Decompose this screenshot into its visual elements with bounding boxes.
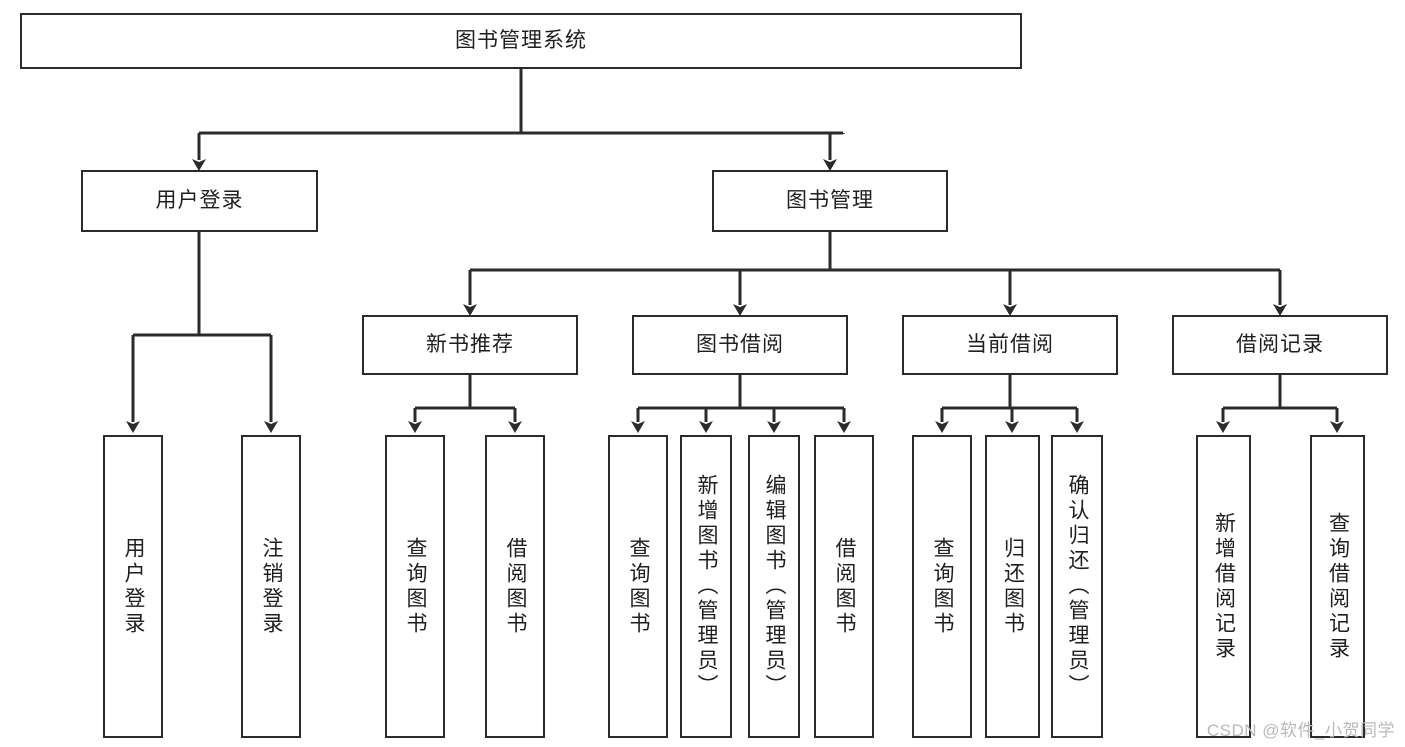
node-leaf-confirm-return-admin[interactable]: 确认归还（管理员） xyxy=(1051,435,1103,738)
node-borrow-records[interactable]: 借阅记录 xyxy=(1172,315,1388,375)
node-label: 查询借阅记录 xyxy=(1326,511,1350,662)
node-label: 确认归还（管理员） xyxy=(1066,474,1090,699)
node-label: 借阅图书 xyxy=(504,536,528,637)
node-root-system[interactable]: 图书管理系统 xyxy=(20,13,1022,69)
node-current-borrow[interactable]: 当前借阅 xyxy=(902,315,1118,375)
node-label: 借阅记录 xyxy=(1236,333,1324,357)
node-label: 图书管理 xyxy=(786,189,874,213)
node-label: 用户登录 xyxy=(155,189,244,213)
node-label: 新书推荐 xyxy=(426,333,514,357)
node-leaf-edit-book-admin[interactable]: 编辑图书（管理员） xyxy=(748,435,800,738)
node-book-borrow[interactable]: 图书借阅 xyxy=(632,315,848,375)
node-label: 查询图书 xyxy=(931,536,955,637)
node-leaf-add-book-admin[interactable]: 新增图书（管理员） xyxy=(680,435,732,738)
node-leaf-query-book-borrow[interactable]: 查询图书 xyxy=(608,435,668,738)
node-leaf-query-book-current[interactable]: 查询图书 xyxy=(912,435,972,738)
node-label: 注销登录 xyxy=(260,536,284,637)
node-label: 查询图书 xyxy=(627,536,651,637)
node-label: 新增借阅记录 xyxy=(1212,511,1236,662)
node-leaf-return-book[interactable]: 归还图书 xyxy=(985,435,1040,738)
node-leaf-borrow-book-recommend[interactable]: 借阅图书 xyxy=(485,435,545,738)
node-label: 用户登录 xyxy=(122,536,146,637)
node-label: 图书管理系统 xyxy=(455,29,587,53)
node-label: 新增图书（管理员） xyxy=(695,474,719,699)
node-user-login[interactable]: 用户登录 xyxy=(81,170,318,232)
node-label: 当前借阅 xyxy=(966,333,1054,357)
node-new-book-recommend[interactable]: 新书推荐 xyxy=(362,315,578,375)
node-label: 编辑图书（管理员） xyxy=(763,474,787,699)
node-leaf-borrow-book[interactable]: 借阅图书 xyxy=(814,435,874,738)
node-label: 查询图书 xyxy=(404,536,428,637)
node-leaf-user-login[interactable]: 用户登录 xyxy=(103,435,163,738)
node-book-management[interactable]: 图书管理 xyxy=(712,170,948,232)
node-label: 归还图书 xyxy=(1001,536,1025,637)
node-leaf-user-logout[interactable]: 注销登录 xyxy=(241,435,301,738)
node-label: 借阅图书 xyxy=(833,536,857,637)
node-label: 图书借阅 xyxy=(696,333,784,357)
node-leaf-add-borrow-record[interactable]: 新增借阅记录 xyxy=(1196,435,1251,738)
node-leaf-query-borrow-record[interactable]: 查询借阅记录 xyxy=(1310,435,1365,738)
node-leaf-query-book-recommend[interactable]: 查询图书 xyxy=(385,435,445,738)
